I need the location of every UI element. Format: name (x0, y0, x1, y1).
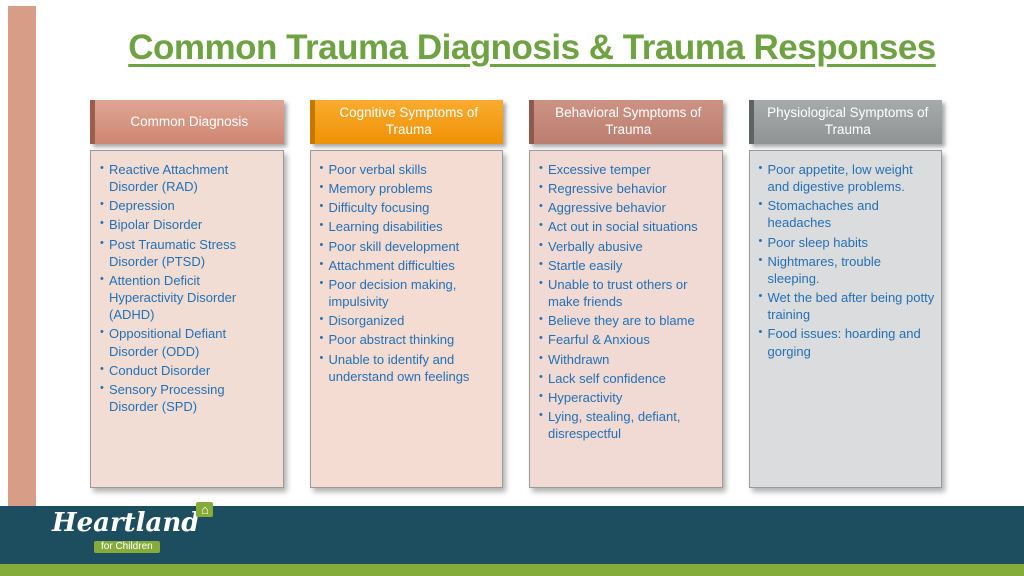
column-header: Physiological Symptoms of Trauma (748, 100, 942, 144)
physiological-symptoms-list: Poor appetite, low weight and digestive … (759, 161, 936, 360)
list-item: Regressive behavior (539, 180, 716, 197)
list-item: Disorganized (320, 312, 497, 329)
house-icon: ⌂ (196, 502, 214, 517)
list-item: Attachment difficulties (320, 257, 497, 274)
list-item: Excessive temper (539, 161, 716, 178)
list-item: Nightmares, trouble sleeping. (759, 253, 936, 287)
list-item: Sensory Processing Disorder (SPD) (100, 381, 277, 415)
list-item: Stomachaches and headaches (759, 197, 936, 231)
column-behavioral-symptoms: Behavioral Symptoms of Trauma Excessive … (529, 100, 723, 488)
column-header: Common Diagnosis (90, 100, 284, 144)
list-item: Unable to identify and understand own fe… (320, 351, 497, 385)
column-body: Poor appetite, low weight and digestive … (748, 150, 942, 488)
list-item: Verbally abusive (539, 238, 716, 255)
list-item: Poor verbal skills (320, 161, 497, 178)
logo-tagline: for Children (94, 541, 160, 553)
column-physiological-symptoms: Physiological Symptoms of Trauma Poor ap… (748, 100, 942, 488)
logo-wordmark: Heartland (52, 508, 200, 538)
diagnosis-list: Reactive Attachment Disorder (RAD) Depres… (100, 161, 277, 415)
footer-bar: Heartland ⌂ for Children (0, 502, 1024, 564)
list-item: Withdrawn (539, 351, 716, 368)
list-item: Lying, stealing, defiant, disrespectful (539, 408, 716, 442)
column-header: Behavioral Symptoms of Trauma (529, 100, 723, 144)
list-item: Food issues: hoarding and gorging (759, 325, 936, 359)
behavioral-symptoms-list: Excessive temperRegressive behaviorAggre… (539, 161, 716, 442)
list-item: Poor skill development (320, 238, 497, 255)
list-item: Hyperactivity (539, 389, 716, 406)
columns-container: Common Diagnosis Reactive Attachment Dis… (90, 100, 942, 488)
list-item: Memory problems (320, 180, 497, 197)
list-item: Wet the bed after being potty training (759, 289, 936, 323)
column-body: Poor verbal skillsMemory problemsDifficu… (309, 150, 503, 488)
list-item: Attention Deficit Hyperactivity Disorder… (100, 272, 277, 323)
list-item: Poor sleep habits (759, 234, 936, 251)
list-item: Poor appetite, low weight and digestive … (759, 161, 936, 195)
list-item: Fearful & Anxious (539, 331, 716, 348)
cognitive-symptoms-list: Poor verbal skillsMemory problemsDifficu… (320, 161, 497, 385)
list-item: Startle easily (539, 257, 716, 274)
list-item: Poor decision making, impulsivity (320, 276, 497, 310)
column-common-diagnosis: Common Diagnosis Reactive Attachment Dis… (90, 100, 284, 488)
column-cognitive-symptoms: Cognitive Symptoms of Trauma Poor verbal… (309, 100, 503, 488)
heartland-logo: Heartland ⌂ for Children (52, 502, 214, 554)
footer-green-strip (0, 564, 1024, 576)
list-item: Learning disabilities (320, 218, 497, 235)
list-item: Post Traumatic Stress Disorder (PTSD) (100, 236, 277, 270)
list-item: Lack self confidence (539, 370, 716, 387)
list-item: Reactive Attachment Disorder (RAD) (100, 161, 277, 195)
page-title: Common Trauma Diagnosis & Trauma Respons… (128, 28, 936, 67)
list-item: Oppositional Defiant Disorder (ODD) (100, 325, 277, 359)
list-item: Aggressive behavior (539, 199, 716, 216)
list-item: Believe they are to blame (539, 312, 716, 329)
list-item: Bipolar Disorder (100, 216, 277, 233)
list-item: Poor abstract thinking (320, 331, 497, 348)
column-body: Reactive Attachment Disorder (RAD) Depres… (90, 150, 284, 488)
column-body: Excessive temperRegressive behaviorAggre… (529, 150, 723, 488)
list-item: Act out in social situations (539, 218, 716, 235)
column-header: Cognitive Symptoms of Trauma (309, 100, 503, 144)
list-item: Difficulty focusing (320, 199, 497, 216)
list-item: Conduct Disorder (100, 362, 277, 379)
list-item: Unable to trust others or make friends (539, 276, 716, 310)
list-item: Depression (100, 197, 277, 214)
left-accent-bar (8, 6, 36, 506)
